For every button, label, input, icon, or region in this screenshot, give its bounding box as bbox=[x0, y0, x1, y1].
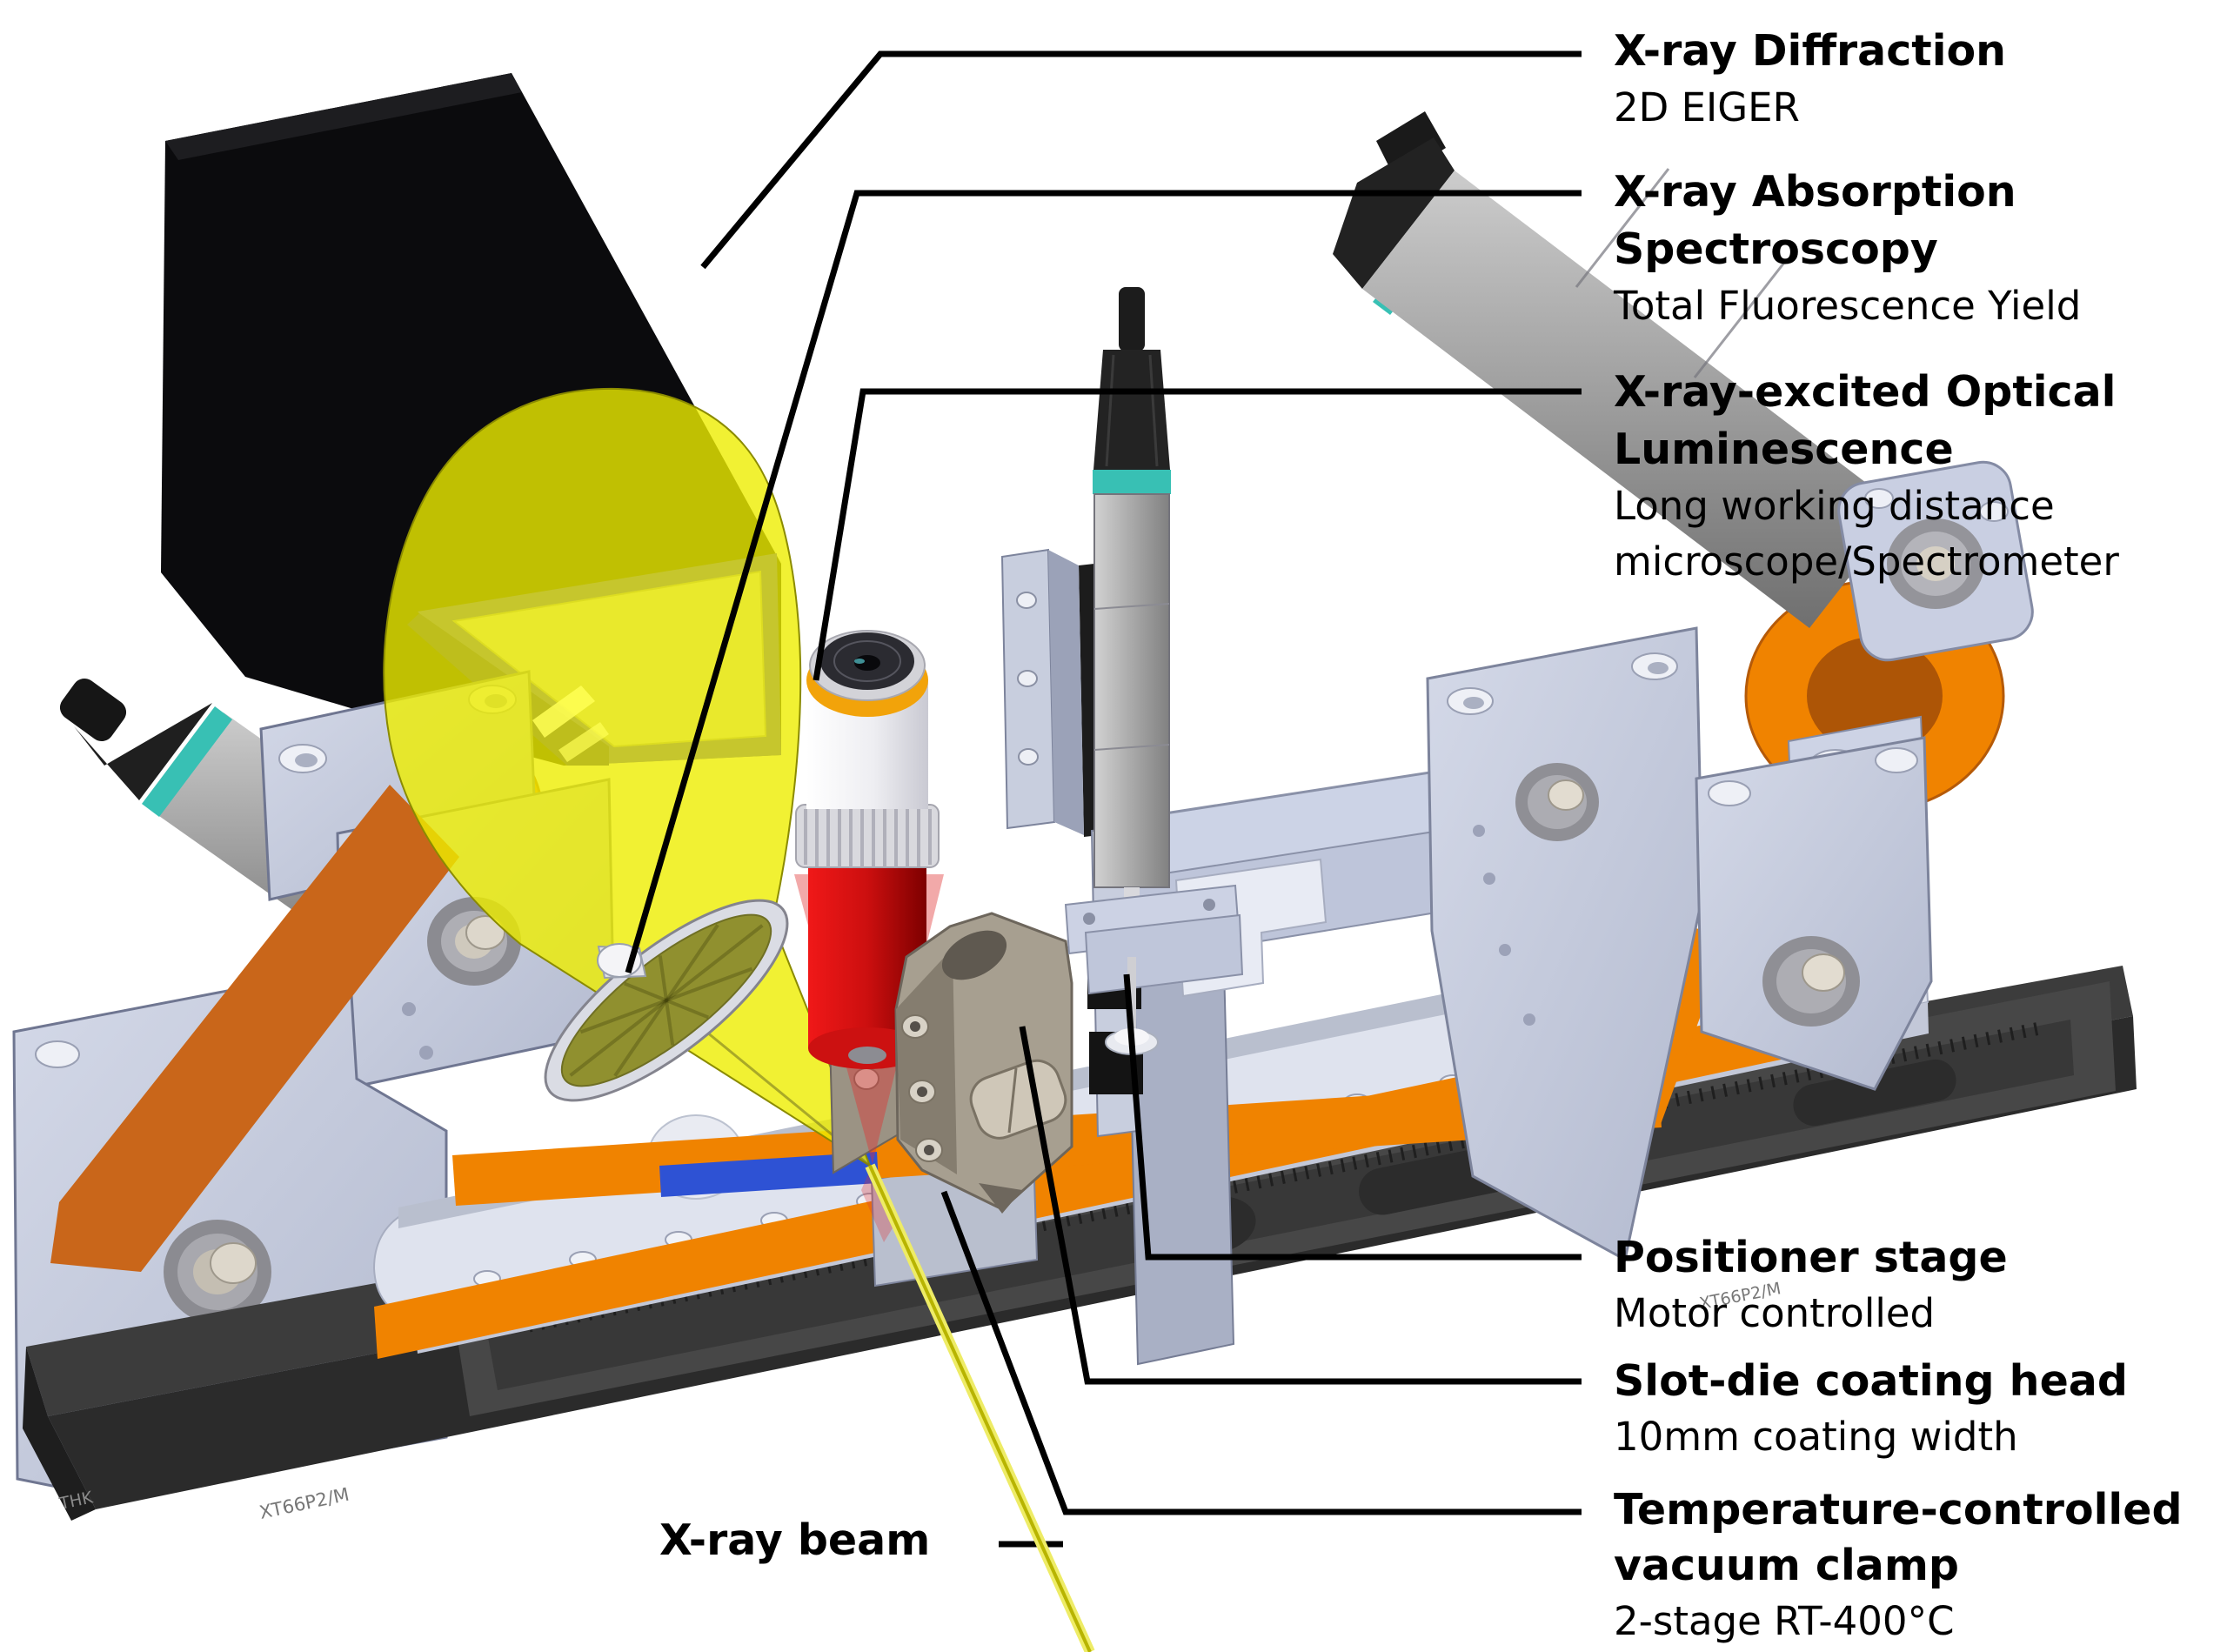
pen-positioner-motor bbox=[1064, 287, 1244, 1055]
label-slot-die-head: Slot-die coating head 10mm coating width bbox=[1614, 1354, 2128, 1465]
coated-stripe bbox=[659, 1152, 879, 1197]
label-title: X-ray-excited Optical bbox=[1614, 367, 2117, 417]
luminescence-objective bbox=[794, 630, 944, 1242]
label-xray-absorption: X-ray Absorption Spectroscopy Total Fluo… bbox=[1614, 164, 2081, 334]
label-sub: Long working distance bbox=[1614, 483, 2055, 529]
label-title: X-ray Absorption bbox=[1614, 167, 2016, 217]
label-title: Positioner stage bbox=[1614, 1233, 2008, 1282]
label-xray-diffraction: X-ray Diffraction 2D EIGER bbox=[1614, 23, 2006, 136]
label-title: Luminescence bbox=[1614, 425, 1954, 474]
label-sub: 10mm coating width bbox=[1614, 1414, 2018, 1460]
label-title: Spectroscopy bbox=[1614, 224, 1938, 274]
leader-clamp bbox=[940, 1190, 1582, 1515]
label-title: X-ray Diffraction bbox=[1614, 26, 2007, 76]
leader-lines bbox=[625, 50, 1582, 1548]
label-sub: 2-stage RT-400°C bbox=[1614, 1598, 1955, 1644]
leader-xeol bbox=[813, 388, 1582, 681]
leader-xrd bbox=[700, 50, 1582, 270]
web-left-descending bbox=[50, 785, 459, 1272]
part-code-left: XT66P2/M bbox=[257, 1484, 351, 1523]
slot-die-head bbox=[894, 912, 1073, 1214]
label-title: X-ray beam bbox=[659, 1515, 931, 1565]
label-title: Temperature-controlled bbox=[1614, 1485, 2183, 1535]
label-title: Slot-die coating head bbox=[1614, 1356, 2128, 1406]
label-sub: microscope/Spectrometer bbox=[1614, 538, 2119, 585]
leader-positioner bbox=[1123, 973, 1582, 1261]
label-xray-excited-luminescence: X-ray-excited Optical Luminescence Long … bbox=[1614, 364, 2119, 590]
label-xray-beam: X-ray beam bbox=[659, 1515, 930, 1565]
xray-beam-line bbox=[865, 1163, 1095, 1652]
leader-xas bbox=[625, 190, 1582, 973]
label-sub: Motor controlled bbox=[1614, 1290, 1936, 1336]
label-positioner-stage: Positioner stage Motor controlled bbox=[1614, 1230, 2008, 1341]
label-vacuum-clamp: Temperature-controlled vacuum clamp 2-st… bbox=[1614, 1482, 2183, 1649]
right-roller-assembly bbox=[1333, 111, 2034, 1262]
right-motor bbox=[1333, 111, 1902, 628]
label-title: vacuum clamp bbox=[1614, 1541, 1959, 1590]
label-sub: Total Fluorescence Yield bbox=[1614, 283, 2082, 329]
label-sub: 2D EIGER bbox=[1614, 84, 1800, 130]
fluorescence-detector-disc bbox=[544, 899, 789, 1102]
leader-slotdie bbox=[1019, 1026, 1582, 1385]
